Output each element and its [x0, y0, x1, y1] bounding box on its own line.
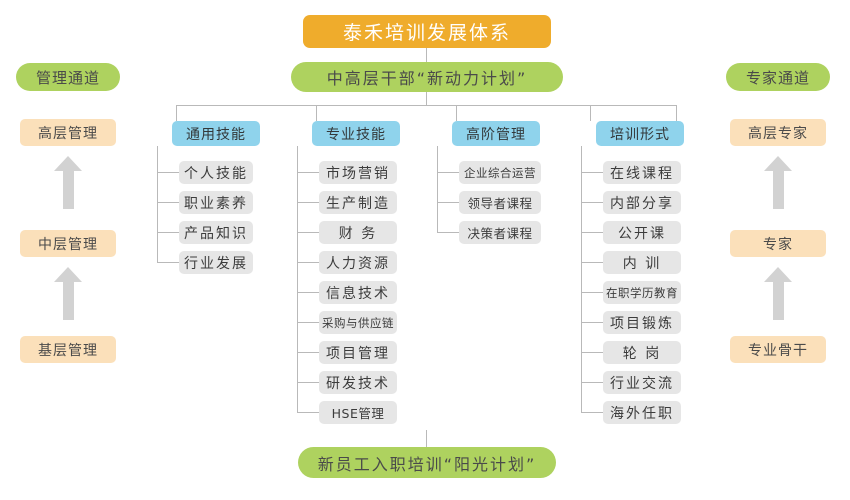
- left-level-middle: 中层管理: [20, 230, 116, 257]
- banner-middle-management-plan: 中高层干部“新动力计划”: [291, 62, 563, 92]
- connector-jog-col4: [590, 105, 676, 106]
- leaf-item: 生产制造: [319, 191, 397, 214]
- leaf-item: 内部分享: [603, 191, 681, 214]
- column-header-training-forms: 培训形式: [596, 121, 684, 146]
- column-header-advanced-management: 高阶管理: [452, 121, 540, 146]
- leaf-item: 行业发展: [179, 251, 253, 274]
- left-arrow-base-to-mid: [54, 267, 82, 320]
- column4-stub-3: [581, 262, 603, 263]
- column4-stub-6: [581, 352, 603, 353]
- leaf-item: 信息技术: [319, 281, 397, 304]
- connector-drop-col1: [176, 105, 177, 121]
- left-channel-header: 管理通道: [16, 63, 120, 91]
- column1-stub-0: [157, 172, 179, 173]
- connector-banner-to-bottom: [426, 430, 427, 447]
- column2-stub-0: [297, 172, 319, 173]
- right-arrow-backbone-to-expert: [764, 267, 792, 320]
- leaf-item: 财 务: [319, 221, 397, 244]
- column3-stub-2: [437, 232, 459, 233]
- column1-stub-2: [157, 232, 179, 233]
- page-title: 泰禾培训发展体系: [303, 15, 551, 48]
- column4-stub-2: [581, 232, 603, 233]
- connector-banner-to-bus: [426, 92, 427, 105]
- column2-stub-3: [297, 262, 319, 263]
- column4-spine: [581, 146, 582, 412]
- column2-stub-5: [297, 322, 319, 323]
- column2-stub-4: [297, 292, 319, 293]
- leaf-item: 在职学历教育: [603, 281, 681, 304]
- leaf-item: 研发技术: [319, 371, 397, 394]
- leaf-item: 个人技能: [179, 161, 253, 184]
- column-header-professional-skills: 专业技能: [312, 121, 400, 146]
- column4-stub-1: [581, 202, 603, 203]
- column3-spine: [437, 146, 438, 232]
- column-header-general-skills: 通用技能: [172, 121, 260, 146]
- connector-drop-col4b: [590, 105, 591, 121]
- left-arrow-mid-to-senior: [54, 156, 82, 209]
- column3-stub-0: [437, 172, 459, 173]
- column3-stub-1: [437, 202, 459, 203]
- column4-stub-5: [581, 322, 603, 323]
- column4-stub-0: [581, 172, 603, 173]
- column1-stub-3: [157, 262, 179, 263]
- column1-spine: [157, 146, 158, 262]
- leaf-item: 决策者课程: [459, 221, 541, 244]
- connector-drop-col3: [456, 105, 457, 121]
- right-channel-header: 专家通道: [726, 63, 830, 91]
- leaf-item: 在线课程: [603, 161, 681, 184]
- connector-drop-col2: [316, 105, 317, 121]
- leaf-item: 海外任职: [603, 401, 681, 424]
- column2-spine: [297, 146, 298, 412]
- leaf-item: 行业交流: [603, 371, 681, 394]
- connector-title-to-banner: [426, 48, 427, 62]
- column1-stub-1: [157, 202, 179, 203]
- leaf-item: 领导者课程: [459, 191, 541, 214]
- leaf-item: 企业综合运营: [459, 161, 541, 184]
- leaf-item: 市场营销: [319, 161, 397, 184]
- leaf-item: 轮 岗: [603, 341, 681, 364]
- column4-stub-4: [581, 292, 603, 293]
- right-level-backbone: 专业骨干: [730, 336, 826, 363]
- column4-stub-8: [581, 412, 603, 413]
- right-level-expert: 专家: [730, 230, 826, 257]
- column2-stub-1: [297, 202, 319, 203]
- right-level-senior-expert: 高层专家: [730, 119, 826, 146]
- left-level-base: 基层管理: [20, 336, 116, 363]
- leaf-item: 项目管理: [319, 341, 397, 364]
- leaf-item: 人力资源: [319, 251, 397, 274]
- connector-drop-col4: [676, 105, 677, 121]
- right-arrow-expert-to-senior: [764, 156, 792, 209]
- leaf-item: 采购与供应链: [319, 311, 397, 334]
- leaf-item: 公开课: [603, 221, 681, 244]
- column4-stub-7: [581, 382, 603, 383]
- leaf-item: HSE管理: [319, 401, 397, 424]
- column2-stub-8: [297, 412, 319, 413]
- column2-stub-7: [297, 382, 319, 383]
- left-level-senior: 高层管理: [20, 119, 116, 146]
- column2-stub-2: [297, 232, 319, 233]
- leaf-item: 产品知识: [179, 221, 253, 244]
- column2-stub-6: [297, 352, 319, 353]
- leaf-item: 职业素养: [179, 191, 253, 214]
- connector-bus-horizontal: [176, 105, 676, 106]
- banner-new-employee-plan: 新员工入职培训“阳光计划”: [298, 447, 556, 478]
- leaf-item: 内 训: [603, 251, 681, 274]
- leaf-item: 项目锻炼: [603, 311, 681, 334]
